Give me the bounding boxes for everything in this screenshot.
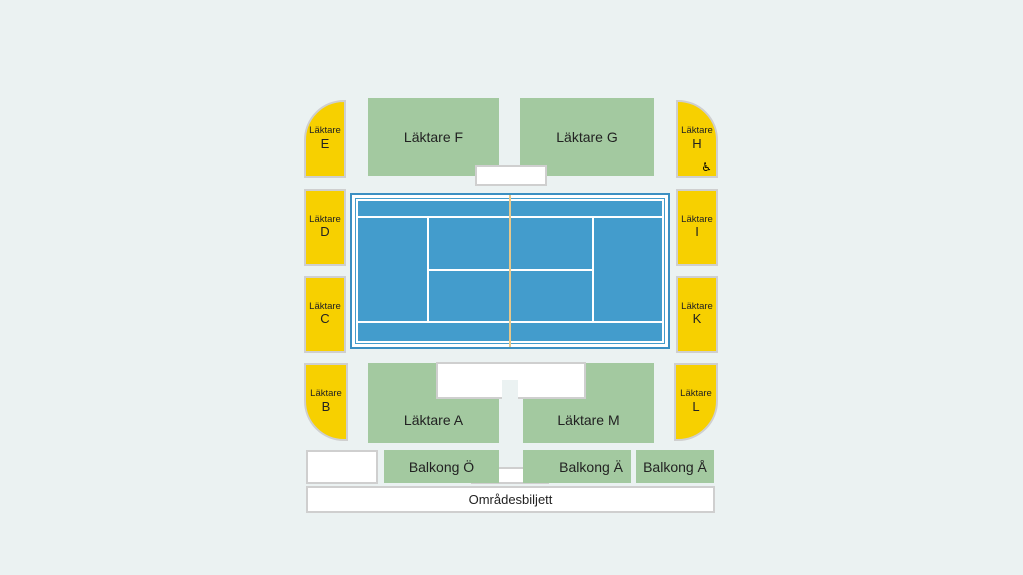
section-balkong-o-label: Balkong Ö: [408, 458, 475, 475]
section-laktare-m-label: Läktare M: [557, 412, 620, 428]
section-laktare-b-label: Läktare: [310, 388, 342, 400]
section-laktare-d[interactable]: Läktare D: [304, 189, 346, 266]
section-laktare-g-label: Läktare G: [556, 129, 618, 145]
section-balkong-ae-label: Balkong Ä: [559, 458, 623, 475]
umpire-box-top: [475, 165, 547, 186]
section-laktare-m[interactable]: Läktare M: [523, 363, 654, 443]
section-laktare-c-label: Läktare: [309, 300, 341, 312]
section-laktare-e-letter: E: [320, 135, 330, 151]
section-laktare-f[interactable]: Läktare F: [368, 98, 499, 176]
section-laktare-e[interactable]: Läktare E: [304, 100, 346, 178]
section-laktare-b-letter: B: [321, 398, 331, 414]
player-box-bottom: [436, 362, 586, 399]
section-laktare-e-label: Läktare: [309, 125, 341, 137]
section-laktare-c-letter: C: [320, 311, 330, 327]
section-laktare-d-letter: D: [320, 224, 330, 240]
section-laktare-l-label: Läktare: [680, 388, 712, 400]
section-laktare-d-label: Läktare: [309, 213, 341, 225]
section-laktare-g[interactable]: Läktare G: [520, 98, 654, 176]
section-laktare-k[interactable]: Läktare K: [676, 276, 718, 353]
wheelchair-icon: ♿: [701, 160, 712, 174]
section-laktare-l[interactable]: Läktare L: [674, 363, 718, 441]
section-balkong-ae[interactable]: Balkong Ä: [523, 450, 631, 483]
section-omradesbiljett-label: Områdesbiljett: [468, 492, 553, 507]
section-balkong-aa[interactable]: Balkong Å: [636, 450, 714, 483]
section-laktare-b[interactable]: Läktare B: [304, 363, 348, 441]
section-laktare-h-label: Läktare: [681, 125, 713, 137]
section-laktare-i-label: Läktare: [681, 213, 713, 225]
section-laktare-i-letter: I: [695, 224, 699, 240]
section-laktare-i[interactable]: Läktare I: [676, 189, 718, 266]
box-bottom-left: [306, 450, 378, 484]
section-laktare-k-label: Läktare: [681, 300, 713, 312]
section-laktare-f-label: Läktare F: [403, 129, 464, 145]
section-laktare-h-letter: H: [692, 135, 702, 151]
section-omradesbiljett[interactable]: Områdesbiljett: [306, 486, 715, 513]
section-laktare-k-letter: K: [692, 311, 702, 327]
section-laktare-c[interactable]: Läktare C: [304, 276, 346, 353]
section-laktare-h[interactable]: Läktare H ♿: [676, 100, 718, 178]
section-balkong-aa-label: Balkong Å: [643, 458, 707, 475]
section-laktare-l-letter: L: [692, 398, 700, 414]
section-laktare-a[interactable]: Läktare A: [368, 363, 499, 443]
section-laktare-a-label: Läktare A: [403, 412, 464, 428]
court-lines: [356, 195, 664, 347]
section-balkong-o[interactable]: Balkong Ö: [384, 450, 499, 483]
